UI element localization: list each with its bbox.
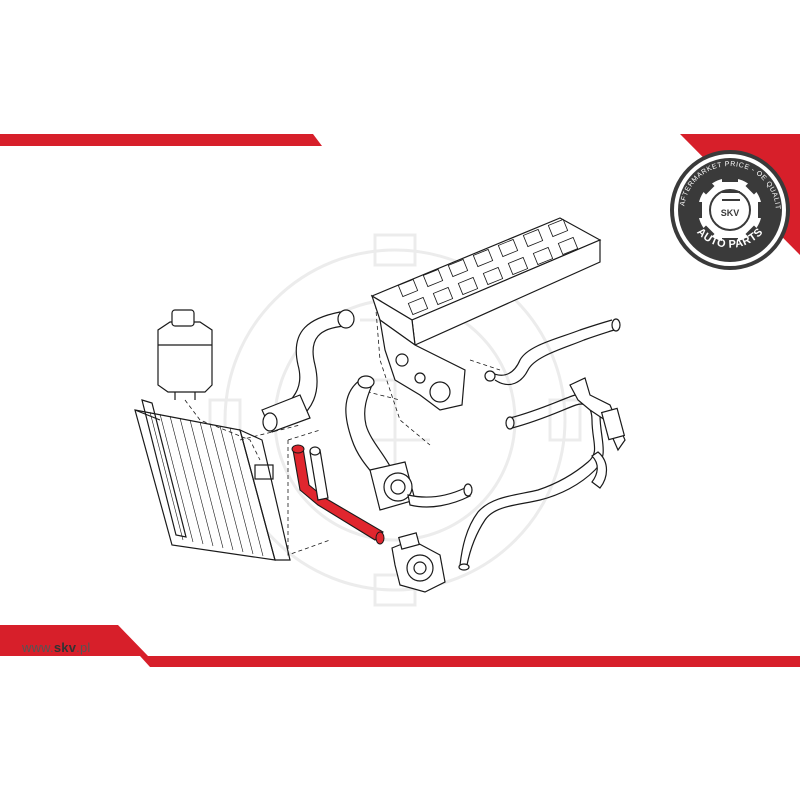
- top-left-brand-band: [0, 134, 322, 146]
- heater-hose-lower: [458, 393, 604, 571]
- upper-radiator-hose: [261, 309, 355, 433]
- cylinder-head: [370, 217, 602, 411]
- thermostat-hose: [345, 375, 473, 511]
- heater-hose-upper: [484, 318, 621, 385]
- expansion-tank: [157, 309, 213, 400]
- heater-valve-bracket: [569, 377, 626, 489]
- water-pump: [391, 532, 446, 593]
- bottom-left-brand-band: [0, 625, 148, 656]
- badge-center-text: SKV: [721, 208, 740, 218]
- leader-lines: [184, 297, 501, 556]
- highlighted-coolant-hose: [291, 444, 385, 545]
- badge-arc-text: AFTERMARKET PRICE - OE QUALITY: [0, 0, 781, 210]
- bypass-hose: [309, 446, 329, 501]
- radiator: [134, 399, 291, 561]
- website-url[interactable]: www.skv.pl: [22, 640, 91, 655]
- bottom-brand-line: [140, 656, 800, 667]
